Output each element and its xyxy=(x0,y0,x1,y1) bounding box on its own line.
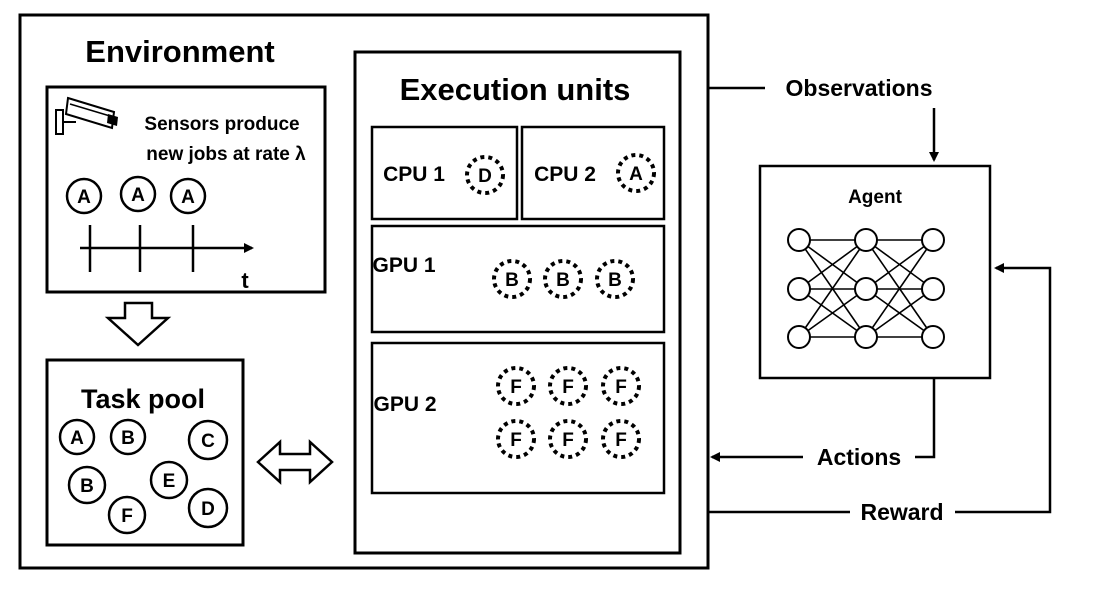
sensors-text-line2: new jobs at rate λ xyxy=(146,144,306,165)
camera-icon xyxy=(55,96,118,135)
reward-label: Reward xyxy=(860,499,943,525)
running-job: F xyxy=(548,419,588,459)
agent-title: Agent xyxy=(848,187,903,208)
nn-node xyxy=(854,277,878,301)
gpu2-label: GPU 2 xyxy=(373,393,436,416)
nn-edge xyxy=(865,239,934,338)
arrival-job: A xyxy=(65,177,103,215)
down-arrow-icon xyxy=(104,301,172,347)
running-job: A xyxy=(616,153,656,193)
pool-task: C xyxy=(187,419,229,461)
actions-connector xyxy=(915,378,936,459)
gpu1-label: GPU 1 xyxy=(372,254,435,277)
double-arrow-icon xyxy=(256,439,334,485)
task-pool-panel: Task pool A B C B E F D xyxy=(45,358,245,547)
running-job: B xyxy=(595,259,635,299)
pool-task: E xyxy=(149,460,189,500)
observations-label: Observations xyxy=(786,75,933,101)
nn-node xyxy=(921,325,945,349)
nn-node xyxy=(854,325,878,349)
arrival-job: A xyxy=(169,177,207,215)
svg-text:C: C xyxy=(201,431,215,452)
nn-node xyxy=(921,277,945,301)
svg-text:B: B xyxy=(121,428,135,449)
svg-text:A: A xyxy=(70,428,84,449)
timeline-axis-label: t xyxy=(241,268,249,293)
environment-title: Environment xyxy=(85,34,274,69)
task-pool-title: Task pool xyxy=(81,384,205,414)
actions-label: Actions xyxy=(817,444,901,470)
svg-text:F: F xyxy=(615,377,627,398)
svg-text:A: A xyxy=(77,187,91,208)
svg-text:F: F xyxy=(562,430,574,451)
svg-text:F: F xyxy=(562,377,574,398)
arrival-job: A xyxy=(119,175,157,213)
nn-edge xyxy=(865,288,934,338)
running-job: B xyxy=(543,259,583,299)
svg-text:B: B xyxy=(80,476,94,497)
svg-text:E: E xyxy=(163,471,176,492)
nn-node xyxy=(787,277,811,301)
running-job: F xyxy=(548,366,588,406)
gpu2-box xyxy=(370,341,666,495)
cpu2-label: CPU 2 xyxy=(534,163,596,186)
running-job: F xyxy=(496,366,536,406)
pool-task: B xyxy=(67,465,107,505)
svg-text:A: A xyxy=(181,187,195,208)
svg-text:A: A xyxy=(629,164,643,185)
svg-text:F: F xyxy=(510,430,522,451)
pool-task: B xyxy=(109,418,147,456)
running-job: D xyxy=(465,155,505,195)
execution-units-title: Execution units xyxy=(400,72,631,107)
svg-text:F: F xyxy=(615,430,627,451)
svg-text:F: F xyxy=(121,506,133,527)
nn-edge xyxy=(798,239,867,338)
running-job: B xyxy=(492,259,532,299)
nn-node xyxy=(787,325,811,349)
nn-edge xyxy=(865,239,934,290)
reward-arrow xyxy=(955,263,1052,514)
svg-text:B: B xyxy=(505,270,519,291)
nn-edge xyxy=(798,288,867,338)
svg-text:B: B xyxy=(556,270,570,291)
pool-task: F xyxy=(107,495,147,535)
running-job: F xyxy=(601,366,641,406)
svg-text:D: D xyxy=(478,166,492,187)
nn-node xyxy=(787,228,811,252)
sensors-text-line1: Sensors produce xyxy=(144,114,299,135)
svg-text:A: A xyxy=(131,185,145,206)
svg-text:D: D xyxy=(201,499,215,520)
running-job: F xyxy=(496,419,536,459)
nn-node xyxy=(921,228,945,252)
running-job: F xyxy=(601,419,641,459)
svg-text:F: F xyxy=(510,377,522,398)
nn-node xyxy=(854,228,878,252)
svg-text:B: B xyxy=(608,270,622,291)
nn-edge xyxy=(798,239,867,290)
neural-network-icon xyxy=(787,228,945,349)
agent-panel: Agent xyxy=(758,164,992,380)
cpu1-label: CPU 1 xyxy=(383,163,445,186)
execution-units-panel: Execution units CPU 1 D CPU 2 A GPU 1 B … xyxy=(353,50,682,555)
pool-task: D xyxy=(187,487,229,529)
pool-task: A xyxy=(58,418,96,456)
sensors-panel: Sensors produce new jobs at rate λ t A A… xyxy=(45,85,327,294)
